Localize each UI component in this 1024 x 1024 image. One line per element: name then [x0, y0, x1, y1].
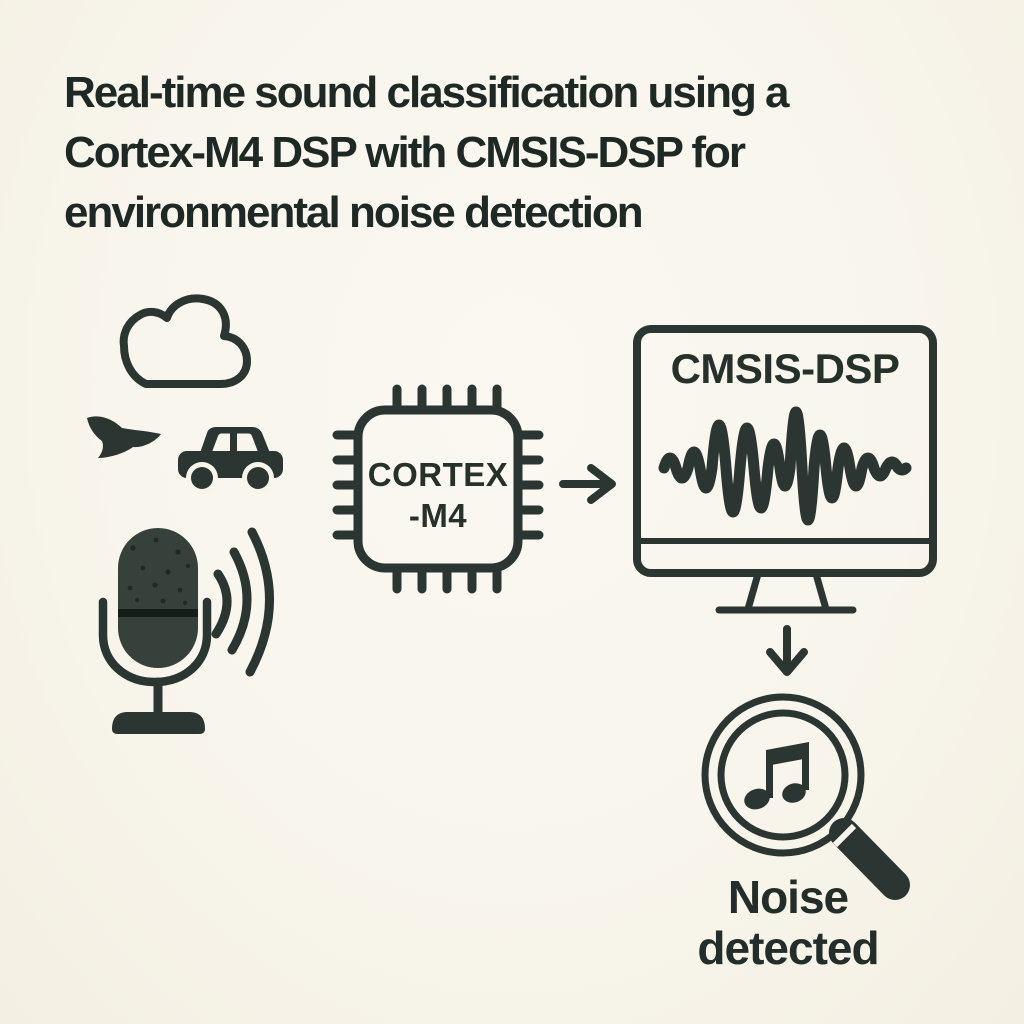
chip-label: CORTEX -M4: [358, 454, 518, 536]
title-line-3: environmental noise detection: [64, 188, 644, 237]
monitor-icon: [633, 325, 937, 614]
music-note-icon: [744, 742, 809, 810]
result-line-1: Noise: [727, 871, 849, 923]
chip-label-line-1: CORTEX: [367, 456, 509, 493]
title-line-1: Real-time sound classification using a: [64, 68, 790, 117]
bird-icon: [87, 416, 161, 458]
title-line-2: Cortex-M4 DSP with CMSIS-DSP for: [64, 128, 746, 177]
microphone-icon: [98, 528, 212, 734]
page-title: Real-time sound classification using a C…: [64, 63, 984, 243]
chip-icon: [332, 384, 544, 594]
car-icon: [178, 427, 283, 494]
result-label: Noise detected: [633, 872, 943, 974]
chip-label-line-2: -M4: [408, 497, 468, 534]
magnifier-icon: [701, 693, 910, 900]
sound-waves-icon: [211, 527, 274, 677]
right-arrow-icon: [559, 464, 616, 504]
monitor-label: CMSIS-DSP: [670, 345, 900, 392]
result-line-2: detected: [697, 922, 879, 974]
down-arrow-icon: [766, 625, 808, 676]
waveform-icon: [658, 406, 912, 526]
cloud-icon: [119, 294, 251, 388]
